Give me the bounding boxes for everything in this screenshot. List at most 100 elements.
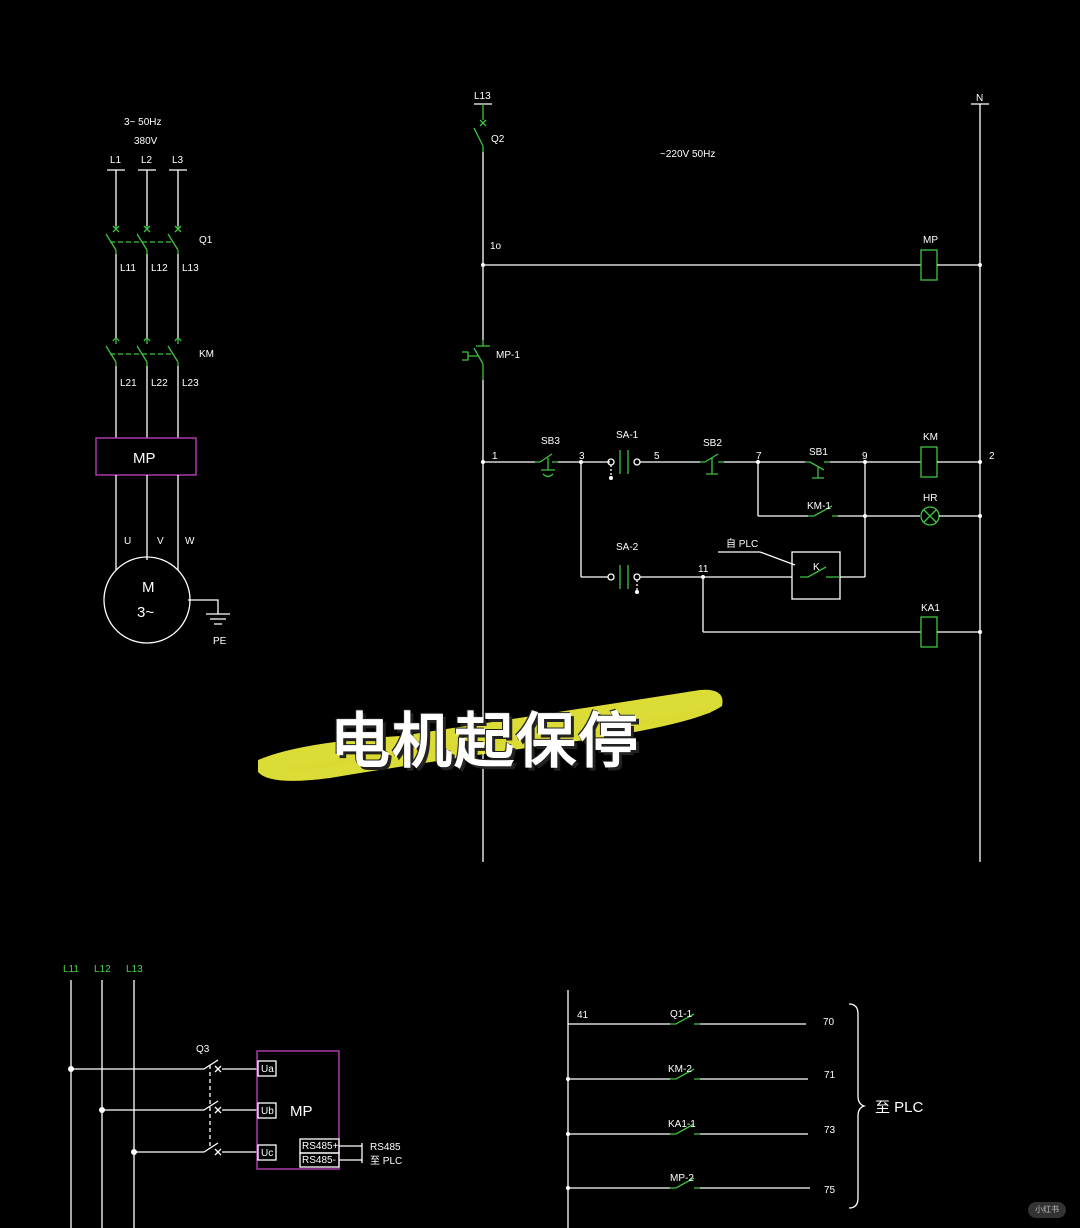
button-sb2 <box>700 453 724 475</box>
page-title: 电机起保停 <box>330 707 640 777</box>
rs485-note: RS485 <box>370 1142 401 1153</box>
contactor-km <box>105 337 182 366</box>
motor-term-u: U <box>124 536 131 547</box>
contact-mp1-label: MP-1 <box>496 350 520 361</box>
meter-wiring: L11 L12 L13 Q3 Ua Ub Uc MP RS485+ RS485- <box>63 964 402 1228</box>
node-7: 7 <box>756 451 762 462</box>
meter-line-l13: L13 <box>126 964 143 975</box>
contact-mp-2 <box>670 1177 700 1189</box>
meter-line-l12: L12 <box>94 964 111 975</box>
phase-label-l2: L2 <box>141 155 153 166</box>
phase-label-l3: L3 <box>172 155 184 166</box>
node-1o: 1o <box>490 241 502 252</box>
meter-input-ub: Ub <box>261 1106 274 1117</box>
button-sb2-label: SB2 <box>703 438 722 449</box>
plc-inputs: 41 Q1-1 70 KM-2 71 KA1-1 73 MP-2 75 至 PL… <box>566 990 924 1228</box>
phase-label-l1: L1 <box>110 155 122 166</box>
lamp-hr-icon <box>920 506 940 526</box>
selector-sa2 <box>607 565 641 594</box>
contactor-km-label: KM <box>199 349 214 360</box>
contact-q1-1-label: Q1-1 <box>670 1009 693 1020</box>
coil-km-label: KM <box>923 432 938 443</box>
motor-symbol <box>103 556 191 644</box>
relay-k-box <box>791 551 841 600</box>
relay-k-contact <box>800 566 840 578</box>
plc-brace-label: 至 PLC <box>875 1099 924 1116</box>
node-3: 3 <box>579 451 585 462</box>
from-plc-label: 自 PLC <box>726 537 758 550</box>
selector-sa2-label: SA-2 <box>616 542 639 553</box>
node-1: 1 <box>492 451 498 462</box>
button-sb1-label: SB1 <box>809 447 828 458</box>
meter-mp-box <box>95 437 197 476</box>
breaker-q2 <box>473 104 487 152</box>
breaker-q3 <box>198 1059 258 1156</box>
meter-device-label: MP <box>290 1103 313 1120</box>
node-11: 11 <box>698 564 709 575</box>
rs485-minus: RS485- <box>302 1155 336 1166</box>
breaker-out-l12: L12 <box>151 263 168 274</box>
contact-ka1-1 <box>670 1123 700 1135</box>
breaker-q3-label: Q3 <box>196 1044 210 1055</box>
contact-km1 <box>808 505 838 517</box>
rs485-plus: RS485+ <box>302 1141 339 1152</box>
selector-sa1 <box>607 450 641 480</box>
ctrl-phase-label: L13 <box>474 91 491 102</box>
motor-term-w: W <box>185 536 195 547</box>
node-5: 5 <box>654 451 660 462</box>
supply-voltage: 380V <box>134 136 158 147</box>
lamp-hr-label: HR <box>923 493 937 504</box>
node-9: 9 <box>862 451 868 462</box>
rs485-to-plc: 至 PLC <box>370 1155 402 1167</box>
terminal-73: 73 <box>824 1125 836 1136</box>
plc-brace <box>848 1003 867 1209</box>
breaker-out-l11: L11 <box>120 263 136 274</box>
main-circuit: 3~ 50Hz 380V L1 L2 L3 Q1 L11 L12 L13 <box>95 117 230 647</box>
contact-q1-1 <box>670 1013 700 1025</box>
ground-icon <box>188 599 230 625</box>
contact-km-2 <box>670 1068 700 1080</box>
contact-ka1-1-label: KA1-1 <box>668 1119 696 1130</box>
meter-input-uc: Uc <box>261 1148 273 1159</box>
terminal-71: 71 <box>824 1070 836 1081</box>
terminal-70: 70 <box>823 1017 835 1028</box>
button-sb3 <box>535 453 558 478</box>
contactor-out-l23: L23 <box>182 378 199 389</box>
motor-sublabel: 3~ <box>137 604 154 621</box>
node-2: 2 <box>989 451 995 462</box>
relay-k-label: K <box>813 562 820 573</box>
breaker-q1-label: Q1 <box>199 235 213 246</box>
ground-label: PE <box>213 636 227 647</box>
contactor-out-l21: L21 <box>120 378 137 389</box>
ctrl-supply-label: ~220V 50Hz <box>660 149 715 160</box>
supply-spec: 3~ 50Hz <box>124 117 162 128</box>
motor-term-v: V <box>157 536 164 547</box>
selector-sa1-label: SA-1 <box>616 430 639 441</box>
breaker-q2-label: Q2 <box>491 134 505 145</box>
watermark-badge: 小红书 <box>1028 1202 1066 1218</box>
coil-ka1 <box>920 616 938 648</box>
meter-input-ua: Ua <box>261 1064 274 1075</box>
contactor-out-l22: L22 <box>151 378 168 389</box>
button-sb3-label: SB3 <box>541 436 560 447</box>
motor-label: M <box>142 579 155 596</box>
breaker-q1 <box>105 225 182 254</box>
title-highlight <box>258 689 723 781</box>
coil-km <box>920 446 938 478</box>
node-41: 41 <box>577 1010 589 1021</box>
meter-mp-label: MP <box>133 450 156 467</box>
terminal-75: 75 <box>824 1185 836 1196</box>
coil-ka1-label: KA1 <box>921 603 940 614</box>
contact-km1-label: KM-1 <box>807 501 831 512</box>
ctrl-neutral-label: N <box>976 93 983 104</box>
meter-line-l11: L11 <box>63 964 79 975</box>
meter-mp-device <box>256 1050 340 1170</box>
breaker-out-l13: L13 <box>182 263 199 274</box>
control-circuit: L13 N Q2 ~220V 50Hz 1o MP MP-1 1 <box>462 91 995 862</box>
coil-mp <box>920 249 938 281</box>
button-sb1 <box>805 461 830 479</box>
coil-mp-label: MP <box>923 235 938 246</box>
contact-mp1 <box>462 340 490 380</box>
contact-km-2-label: KM-2 <box>668 1064 692 1075</box>
